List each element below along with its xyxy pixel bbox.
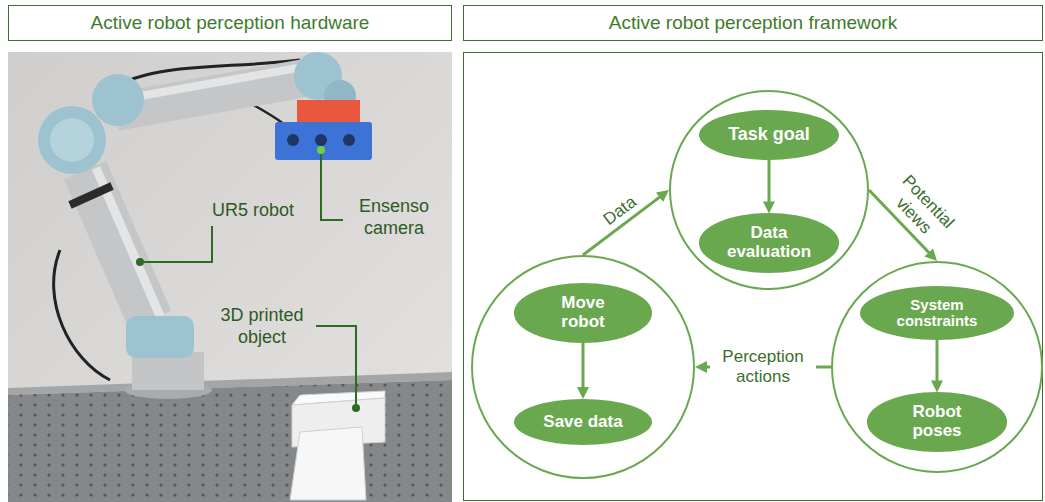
leader-dot [136, 258, 144, 266]
step-ellipse: System constraints [860, 286, 1014, 340]
robot-link-highlight [118, 67, 303, 100]
part-label: UR5 robot [208, 200, 298, 222]
camera-lens [315, 134, 327, 146]
edge-label: Potential views [877, 164, 965, 253]
leader-line [321, 154, 343, 220]
step-ellipse: Data evaluation [699, 213, 839, 272]
leader-dot [317, 146, 325, 154]
printed-object [290, 427, 366, 500]
panel-title: Active robot perception framework [609, 13, 897, 34]
panel-header: Active robot perception framework [463, 5, 1043, 41]
edge-label: Perception actions [710, 347, 816, 386]
camera-lens [287, 134, 299, 146]
flow-arrow [582, 343, 585, 391]
step-text: Data evaluation [724, 224, 814, 261]
step-ellipse: Move robot [514, 283, 652, 342]
step-text: Save data [543, 413, 622, 432]
camera-body [275, 122, 372, 160]
step-text: Move robot [541, 294, 626, 331]
robot-joint-cap [50, 118, 94, 162]
flow-arrow [935, 340, 938, 384]
flow-arrow [768, 160, 771, 205]
step-ellipse: Robot poses [867, 392, 1007, 451]
part-label: Ensenso camera [348, 196, 440, 239]
robot-ring [70, 186, 112, 205]
edge-label: Data [595, 188, 645, 232]
robot-joint [38, 106, 106, 174]
photo-wall [8, 52, 452, 502]
part-label: 3D printed object [212, 305, 312, 348]
camera-mount [297, 100, 360, 122]
panel-header: Active robot perception hardware [8, 5, 452, 41]
panel-outline [464, 53, 1043, 501]
panel-title: Active robot perception hardware [91, 13, 370, 34]
camera-lens [343, 134, 355, 146]
step-text: Task goal [728, 125, 810, 145]
step-ellipse: Save data [514, 399, 652, 445]
stage-circle: Move robotSave data [471, 255, 695, 479]
stage-circle: System constraintsRobot poses [831, 261, 1043, 473]
step-text: Robot poses [892, 403, 982, 440]
leader-dot [352, 404, 360, 412]
step-ellipse: Task goal [699, 110, 839, 160]
robot-cable [54, 250, 110, 380]
leader-line [316, 326, 356, 404]
robot-joint [126, 316, 194, 358]
leader-line [144, 226, 212, 262]
stage-circle: Task goalData evaluation [669, 90, 869, 290]
robot-joint [92, 74, 144, 126]
step-text: System constraints [887, 297, 987, 330]
optical-table [8, 380, 452, 502]
